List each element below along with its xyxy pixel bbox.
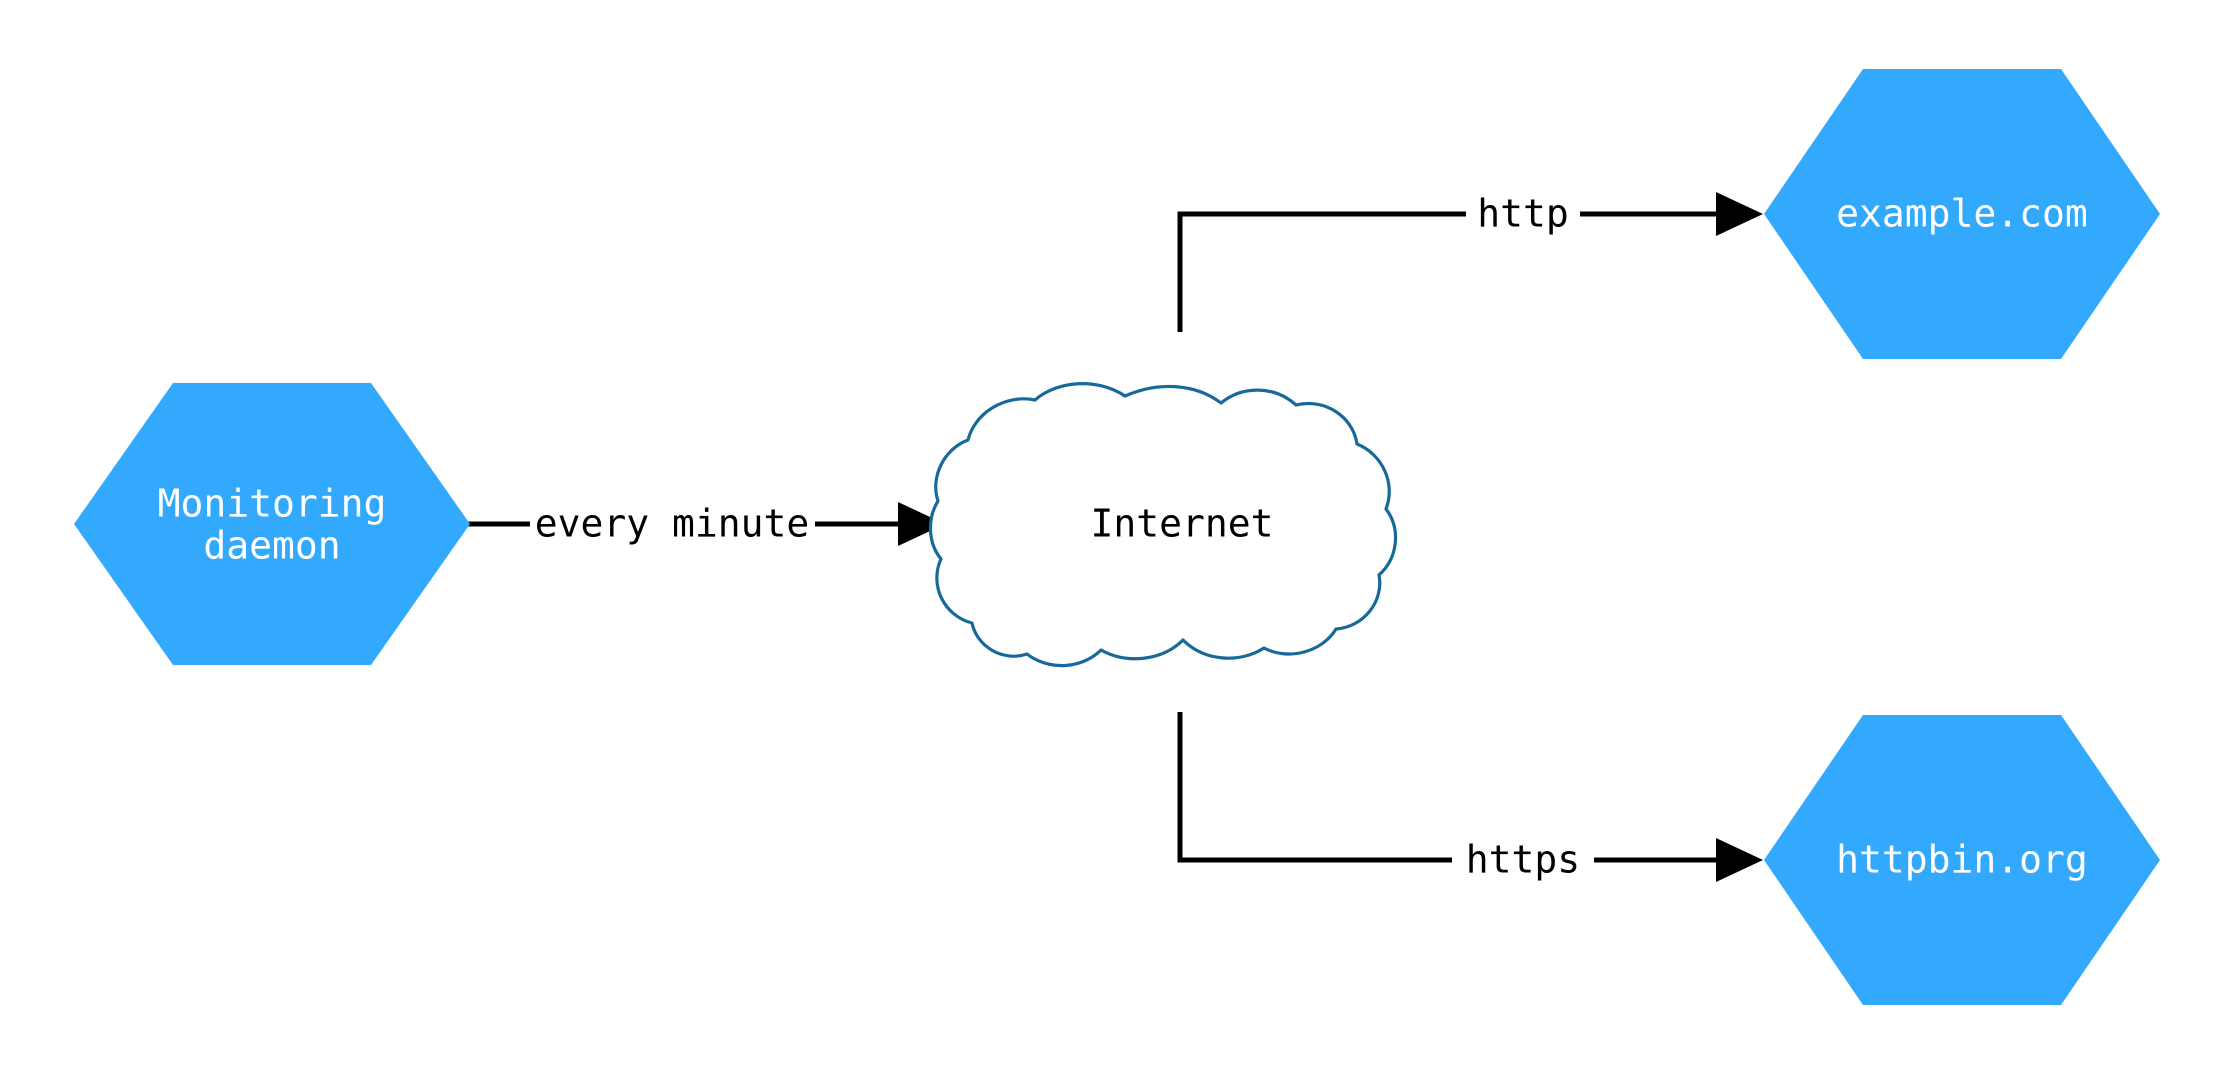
node-example-com[interactable]: example.com	[1764, 69, 2160, 359]
hexagon-shape-monitoring-daemon[interactable]	[74, 383, 470, 665]
edge-label-backdrop	[1466, 190, 1580, 238]
cloud-shape-internet[interactable]	[928, 382, 1398, 668]
node-httpbin-org[interactable]: httpbin.org	[1764, 715, 2160, 1005]
edge-daemon-to-internet: every minute	[450, 500, 945, 548]
arrowhead-icon-http	[1716, 192, 1763, 236]
hexagon-shape-example-com[interactable]	[1764, 69, 2160, 359]
node-internet[interactable]: Internet	[928, 382, 1398, 668]
node-label-monitoring-daemon-line1: Monitoring	[158, 482, 387, 526]
edge-label-every-minute: every minute	[535, 502, 810, 546]
node-label-monitoring-daemon-line2: daemon	[203, 524, 340, 568]
arrowhead-icon-every-minute	[898, 502, 945, 546]
node-monitoring-daemon[interactable]: Monitoring daemon	[74, 383, 470, 665]
edge-internet-to-httpbin: https	[1177, 712, 1763, 884]
hexagon-shape-httpbin-org[interactable]	[1764, 715, 2160, 1005]
arrowhead-icon-https	[1716, 838, 1763, 882]
edge-label-http: http	[1477, 192, 1569, 236]
node-label-example-com: example.com	[1836, 192, 2088, 236]
edge-internet-to-example: http	[1177, 190, 1763, 332]
node-label-httpbin-org: httpbin.org	[1836, 838, 2088, 882]
edge-label-backdrop	[530, 500, 815, 548]
edge-label-https: https	[1466, 838, 1580, 882]
node-label-internet: Internet	[1090, 502, 1273, 546]
edge-label-backdrop	[1452, 836, 1594, 884]
